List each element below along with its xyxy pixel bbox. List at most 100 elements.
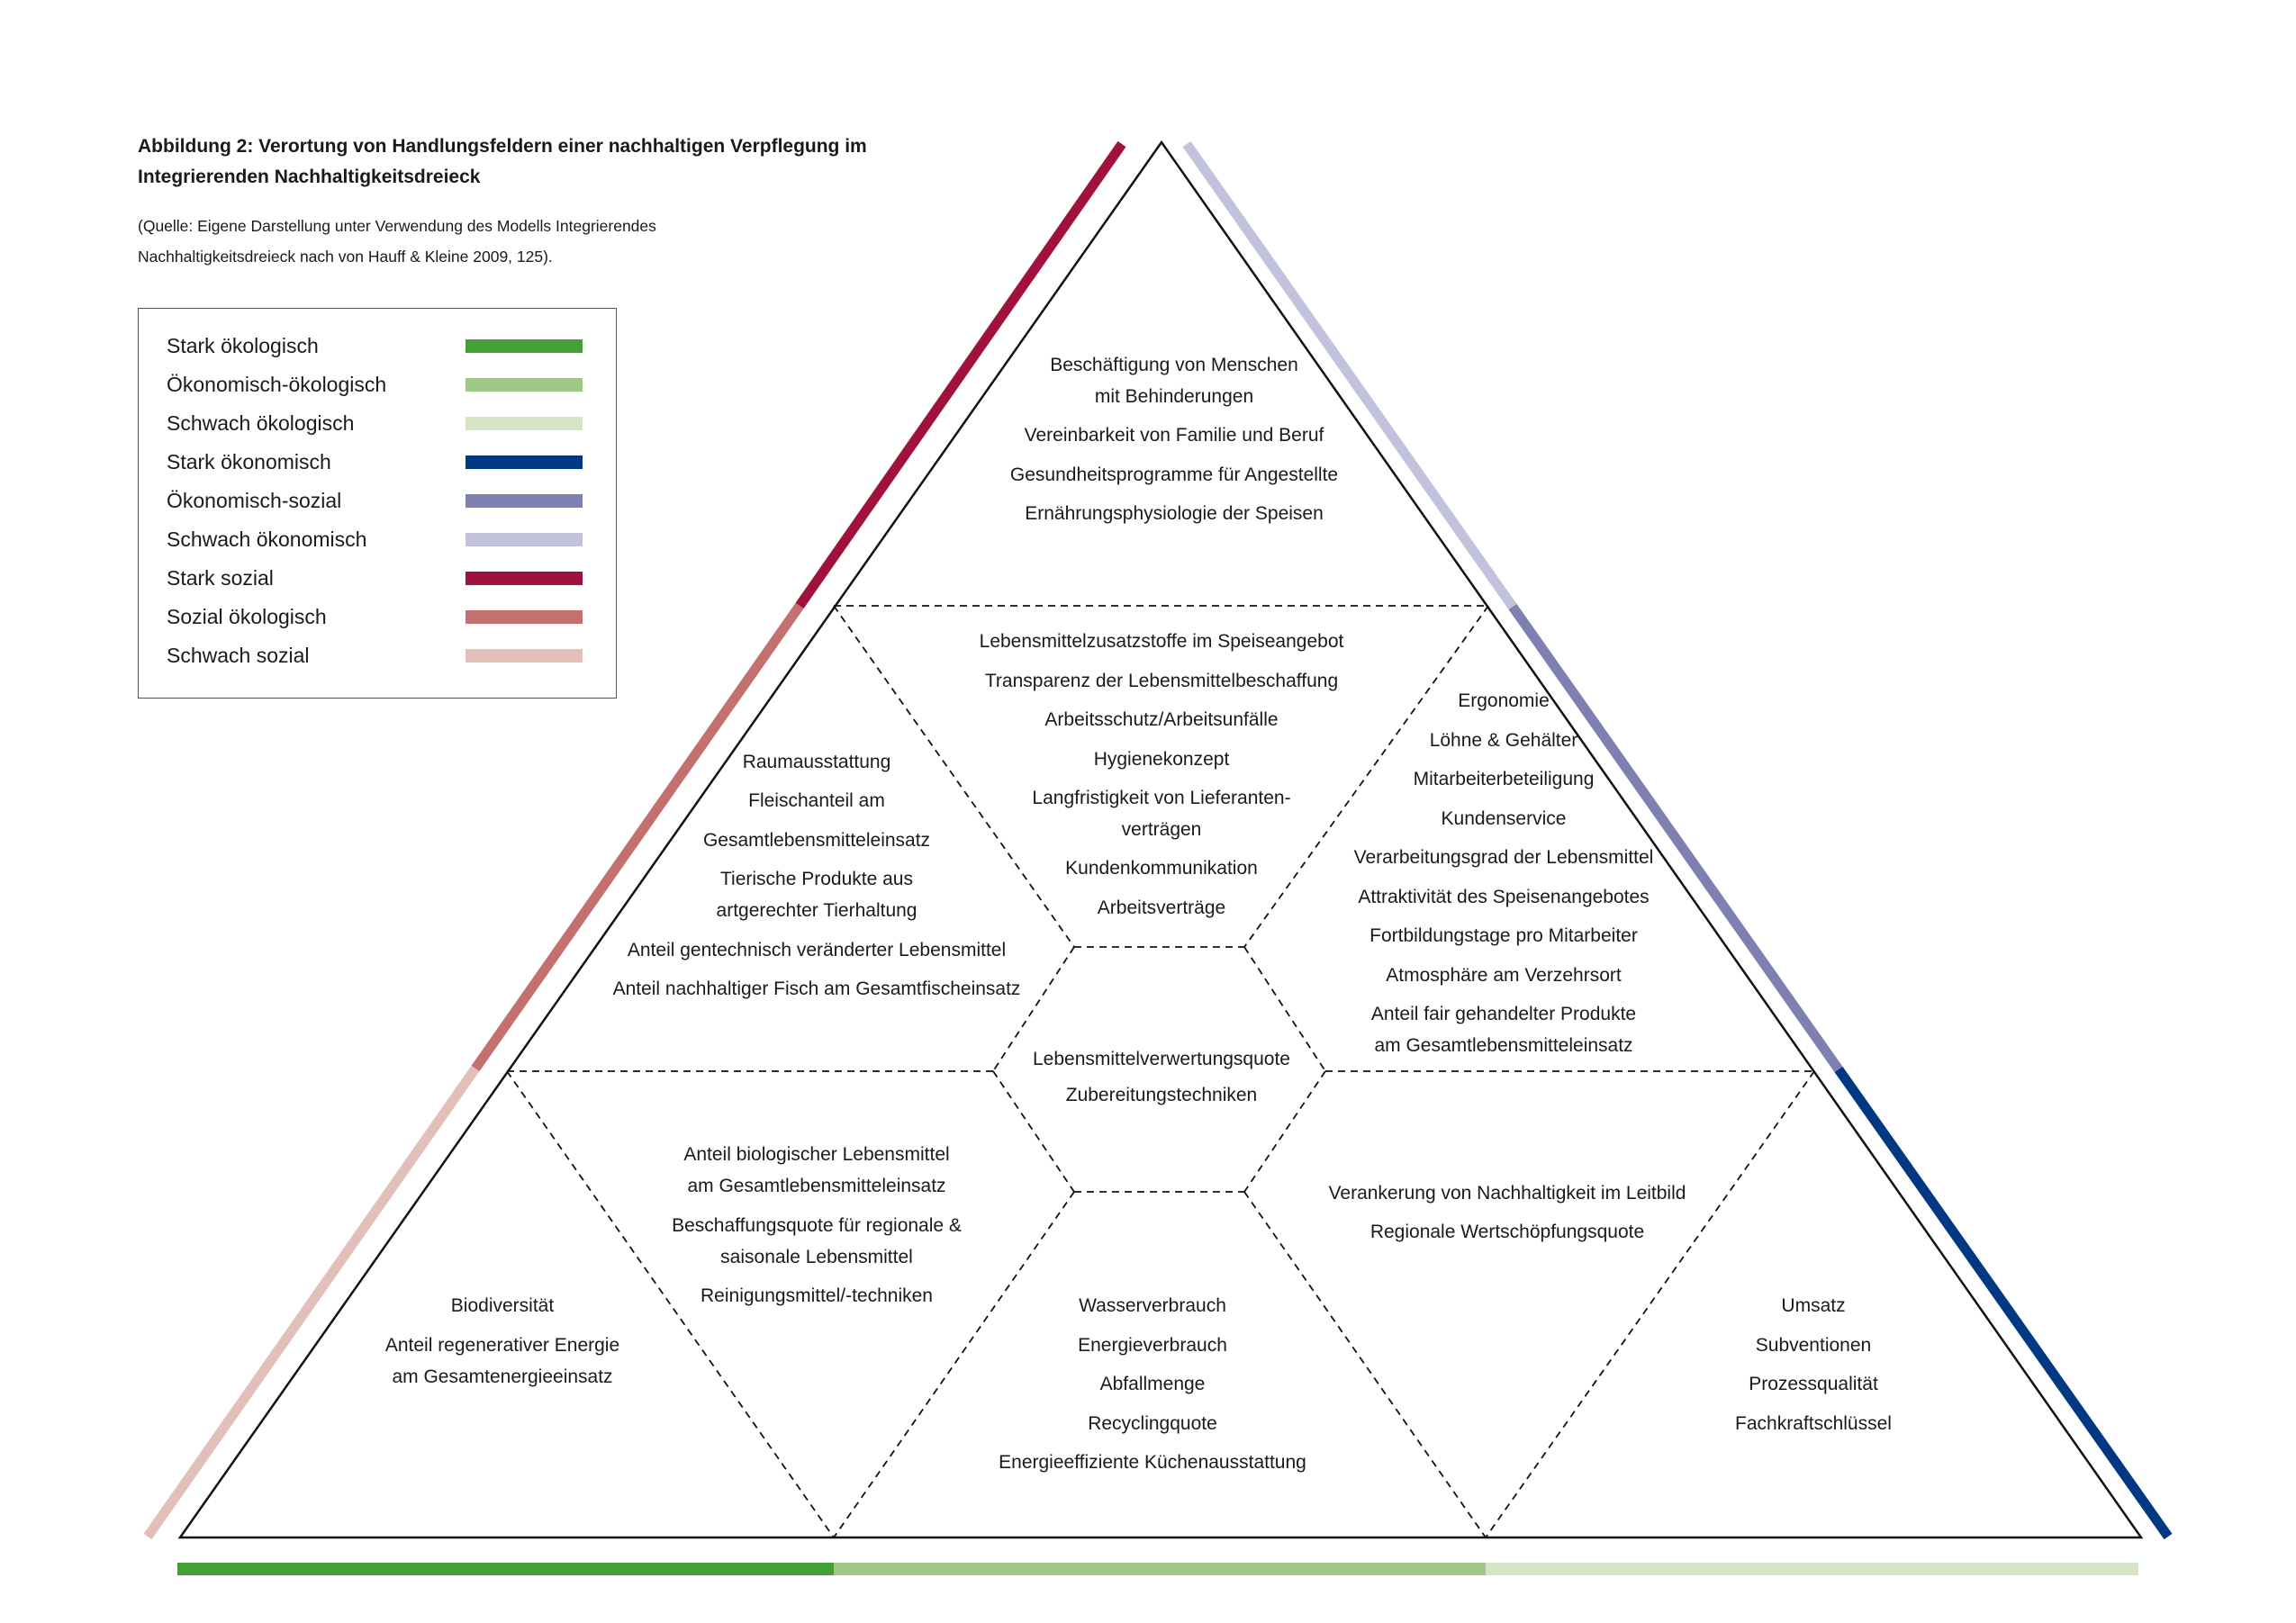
field-text: Gesundheitsprogramme für Angestellte xyxy=(1010,464,1338,485)
right-bar-schwach-oekonomisch xyxy=(1182,140,1517,610)
legend-swatch xyxy=(466,417,583,430)
field-center-upper: Lebensmittelzusatzstoffe im Speiseangebo… xyxy=(980,631,1344,918)
field-text: Ergonomie xyxy=(1458,690,1550,711)
field-text: Umsatz xyxy=(1781,1295,1845,1316)
field-text: am Gesamtenergieeinsatz xyxy=(392,1366,612,1387)
legend-label: Stark sozial xyxy=(167,566,274,590)
left-bar-stark-sozial xyxy=(795,140,1126,609)
field-text: Lebensmittelzusatzstoffe im Speiseangebo… xyxy=(980,631,1344,652)
field-text: Arbeitsverträge xyxy=(1098,897,1225,918)
legend-label: Stark ökonomisch xyxy=(167,450,331,473)
field-text: artgerechter Tierhaltung xyxy=(717,900,917,921)
legend-item-oekonomisch-sozial: Ökonomisch-sozial xyxy=(167,487,590,514)
dashed-subdivisions xyxy=(506,605,1815,1538)
right-bar-stark-oekonomisch xyxy=(1834,1066,2173,1540)
legend-item-stark-oekologisch: Stark ökologisch xyxy=(167,332,590,359)
field-bottom-left: Biodiversität Anteil regenerativer Energ… xyxy=(385,1295,619,1387)
field-right-lower: Verankerung von Nachhaltigkeit im Leitbi… xyxy=(1329,1183,1686,1242)
field-text: Langfristigkeit von Lieferanten- xyxy=(1032,788,1290,808)
figure-title: Abbildung 2: Verortung von Handlungsfeld… xyxy=(138,131,948,193)
legend-swatch xyxy=(466,455,583,469)
field-text: Raumausstattung xyxy=(743,752,891,772)
legend-item-stark-oekonomisch: Stark ökonomisch xyxy=(167,448,590,475)
field-text: Beschaffungsquote für regionale & xyxy=(672,1215,962,1236)
figure-source: (Quelle: Eigene Darstellung unter Verwen… xyxy=(138,211,948,272)
field-text: Anteil nachhaltiger Fisch am Gesamtfisch… xyxy=(613,978,1021,999)
field-text: Fleischanteil am xyxy=(748,790,885,811)
field-text: Biodiversität xyxy=(451,1295,555,1316)
legend-item-stark-sozial: Stark sozial xyxy=(167,564,590,591)
legend-item-schwach-oekonomisch: Schwach ökonomisch xyxy=(167,526,590,553)
field-text: Ernährungsphysiologie der Speisen xyxy=(1025,503,1324,524)
field-text: Tierische Produkte aus xyxy=(720,869,913,889)
field-text: Prozessqualität xyxy=(1749,1374,1878,1394)
field-text: Atmosphäre am Verzehrsort xyxy=(1386,965,1622,986)
field-text: Kundenkommunikation xyxy=(1065,858,1258,879)
field-text: Subventionen xyxy=(1756,1335,1871,1356)
legend-item-schwach-sozial: Schwach sozial xyxy=(167,642,590,669)
legend-label: Schwach ökologisch xyxy=(167,411,355,435)
field-text: Anteil regenerativer Energie xyxy=(385,1335,619,1356)
field-bottom-right: Umsatz Subventionen Prozessqualität Fach… xyxy=(1735,1295,1892,1434)
field-text: Verankerung von Nachhaltigkeit im Leitbi… xyxy=(1329,1183,1686,1204)
field-text: Löhne & Gehälter xyxy=(1430,730,1578,751)
field-text: Gesamtlebensmitteleinsatz xyxy=(703,830,930,851)
figure-title-line-2: Integrierenden Nachhaltigkeitsdreieck xyxy=(138,167,481,187)
triangle-outline xyxy=(177,140,2144,1539)
field-text: Recyclingquote xyxy=(1088,1413,1217,1434)
field-text: Regionale Wertschöpfungsquote xyxy=(1370,1222,1644,1242)
field-text: Beschäftigung von Menschen xyxy=(1050,355,1298,375)
field-text: Fachkraftschlüssel xyxy=(1735,1413,1892,1434)
legend-label: Ökonomisch-ökologisch xyxy=(167,373,387,396)
figure-source-line-2: Nachhaltigkeitsdreieck nach von Hauff & … xyxy=(138,248,553,266)
field-text: Fortbildungstage pro Mitarbeiter xyxy=(1369,925,1638,946)
field-top: Beschäftigung von Menschen mit Behinderu… xyxy=(1010,355,1338,524)
field-right-upper: Ergonomie Löhne & Gehälter Mitarbeiterbe… xyxy=(1354,690,1654,1056)
field-text: Hygienekonzept xyxy=(1094,749,1230,770)
field-text: Lebensmittelverwertungsquote xyxy=(1033,1049,1290,1069)
field-text: Verarbeitungsgrad der Lebensmittel xyxy=(1354,847,1654,868)
field-text: Wasserverbrauch xyxy=(1079,1295,1226,1316)
legend-swatch xyxy=(466,494,583,508)
legend-item-schwach-oekologisch: Schwach ökologisch xyxy=(167,410,590,437)
legend-swatch xyxy=(466,572,583,585)
legend-label: Stark ökologisch xyxy=(167,334,319,357)
figure-title-line-1: Abbildung 2: Verortung von Handlungsfeld… xyxy=(138,136,867,157)
legend-item-oekonomisch-oekologisch: Ökonomisch-ökologisch xyxy=(167,371,590,398)
legend-item-sozial-oekologisch: Sozial ökologisch xyxy=(167,603,590,630)
field-text: am Gesamtlebensmitteleinsatz xyxy=(1374,1035,1632,1056)
field-text: Zubereitungstechniken xyxy=(1066,1085,1257,1105)
right-bar-oekonomisch-sozial xyxy=(1508,603,1843,1073)
legend-label: Sozial ökologisch xyxy=(167,605,327,628)
figure-source-line-1: (Quelle: Eigene Darstellung unter Verwen… xyxy=(138,217,656,235)
field-text: Arbeitsschutz/Arbeitsunfälle xyxy=(1044,709,1278,730)
legend-label: Schwach sozial xyxy=(167,644,310,667)
field-text: Transparenz der Lebensmittelbeschaffung xyxy=(985,671,1338,691)
legend: Stark ökologisch Ökonomisch-ökologisch S… xyxy=(138,308,617,699)
field-text: Energieverbrauch xyxy=(1078,1335,1227,1356)
field-text: Anteil gentechnisch veränderter Lebensmi… xyxy=(628,940,1006,960)
field-text: Vereinbarkeit von Familie und Beruf xyxy=(1025,425,1324,446)
field-left-upper: Raumausstattung Fleischanteil am Gesamtl… xyxy=(613,752,1021,999)
field-left-lower: Anteil biologischer Lebensmittel am Gesa… xyxy=(672,1144,962,1306)
field-text: am Gesamtlebensmitteleinsatz xyxy=(687,1176,945,1196)
legend-swatch xyxy=(466,649,583,663)
legend-swatch xyxy=(466,610,583,624)
field-text: Anteil biologischer Lebensmittel xyxy=(683,1144,949,1165)
field-text: saisonale Lebensmittel xyxy=(720,1247,913,1267)
field-text: mit Behinderungen xyxy=(1095,386,1253,407)
legend-swatch xyxy=(466,378,583,392)
field-center: Lebensmittelverwertungsquote Zubereitung… xyxy=(1033,1049,1290,1105)
field-text: Kundenservice xyxy=(1442,808,1567,829)
legend-label: Schwach ökonomisch xyxy=(167,527,367,551)
field-text: Abfallmenge xyxy=(1100,1374,1206,1394)
field-text: Anteil fair gehandelter Produkte xyxy=(1371,1004,1636,1024)
left-bar-sozial-oekologisch xyxy=(471,602,804,1072)
field-text: Energieeffiziente Küchenausstattung xyxy=(999,1452,1306,1473)
field-text: Reinigungsmittel/-techniken xyxy=(701,1285,933,1306)
legend-swatch xyxy=(466,533,583,546)
field-bottom-center: Wasserverbrauch Energieverbrauch Abfallm… xyxy=(999,1295,1306,1473)
field-text: verträgen xyxy=(1122,819,1202,840)
legend-label: Ökonomisch-sozial xyxy=(167,489,342,512)
